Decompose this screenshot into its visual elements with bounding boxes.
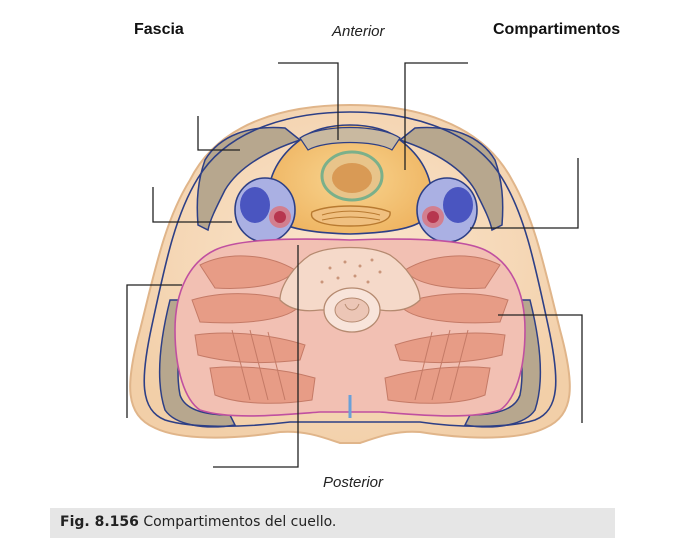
leader-line-5 <box>470 158 579 229</box>
leader-line-6 <box>126 284 182 418</box>
vertebra-texture <box>320 258 382 284</box>
figure-caption: Fig. 8.156 Compartimentos del cuello. <box>50 508 615 538</box>
caption-text: Compartimentos del cuello. <box>143 514 337 530</box>
posterior-label: Posterior <box>323 474 384 491</box>
right-sternocleidomastoid <box>398 126 504 232</box>
leader-line-1 <box>278 62 339 140</box>
right-carotid-sheath <box>416 177 478 243</box>
leader-line-8 <box>498 314 583 423</box>
left-carotid-sheath <box>234 177 296 243</box>
investing-fascia <box>143 111 557 428</box>
left-sternocleidomastoid <box>196 126 302 232</box>
anterior-label: Anterior <box>332 23 385 40</box>
vertebra <box>279 246 421 312</box>
leader-line-7 <box>213 245 299 468</box>
trachea-lumen <box>332 163 372 193</box>
esophagus <box>310 205 391 227</box>
right-deep-muscles <box>384 255 509 404</box>
leader-line-3 <box>197 116 240 151</box>
fascia-heading: Fascia <box>134 21 184 38</box>
caption-number: Fig. 8.156 <box>60 514 139 530</box>
compartimentos-heading: Compartimentos <box>493 21 621 38</box>
neck-cross-section-diagram <box>126 62 583 468</box>
infrahyoid-muscles <box>299 126 401 151</box>
leader-line-2 <box>404 62 468 170</box>
leader-lines <box>126 62 583 468</box>
leader-line-4 <box>152 187 232 223</box>
